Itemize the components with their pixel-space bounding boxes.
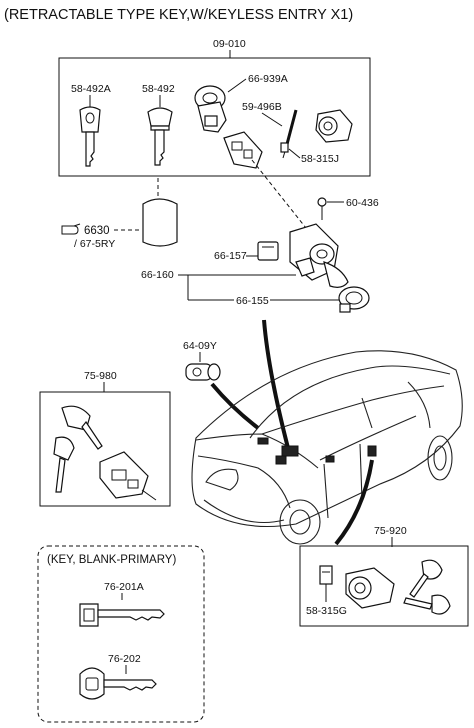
door-clip-icon [319,565,333,585]
lock-cylinder-icon [194,85,227,133]
door-cylinder-icon [345,567,395,609]
steering-lock-housing-icon [99,451,157,501]
label-key-primary-b: 76-202 [108,653,141,665]
trunk-cylinder-icon [185,363,221,381]
primary-key-a-icon [79,603,165,627]
main-set-box [58,57,371,177]
steering-lock-set-box [39,391,171,507]
label-door-lock-set: 75-920 [374,525,407,537]
ref-sub: / 67-5RY [74,238,115,250]
hand-pointer-icon [61,223,81,235]
label-switch-connector: 66-157 [214,250,247,262]
blank-key-icon [147,107,173,166]
car-outline-icon [191,350,463,545]
label-key-blank-box: (KEY, BLANK-PRIMARY) [47,554,176,566]
primary-key-b-icon [79,667,157,700]
connector-icon [257,241,279,261]
label-key-blank: 58-492 [142,83,175,95]
label-steering-lock-set: 75-980 [84,370,117,382]
door-lock-cylinder-icon [315,109,353,143]
diagram-title: (RETRACTABLE TYPE KEY,W/KEYLESS ENTRY X1… [4,7,353,23]
label-key-retractable: 58-492A [71,83,111,95]
key-shell-icon [142,198,178,247]
label-main-set: 09-010 [213,38,246,50]
lock-housing-icon [223,131,263,169]
label-key-primary-a: 76-201A [104,581,144,593]
door-location-marker [367,445,377,457]
ignition-switch-assembly-icon [289,223,349,288]
label-trunk-cylinder: 64-09Y [183,340,217,352]
label-ignition-switch: 66-160 [141,269,174,281]
label-screw: 60-436 [346,197,379,209]
switch-location-marker [257,437,299,465]
screw-icon [317,197,327,220]
label-lock-cylinder: 66-939A [248,73,288,85]
door-keys-icon [403,559,451,615]
label-clip: 58-315J [301,153,339,165]
label-door-clip: 58-315G [306,605,347,617]
retractable-key-icon [79,106,101,167]
steering-lock-key-icon [53,405,103,493]
door-lock-set-box [299,545,469,627]
ref-page: 6630 [84,225,110,237]
clip-icon [280,142,289,153]
immobilizer-coil-icon [338,286,370,313]
label-immobilizer-coil: 66-155 [236,295,269,307]
key-blank-box [37,545,205,723]
label-rod: 59-496B [242,101,282,113]
